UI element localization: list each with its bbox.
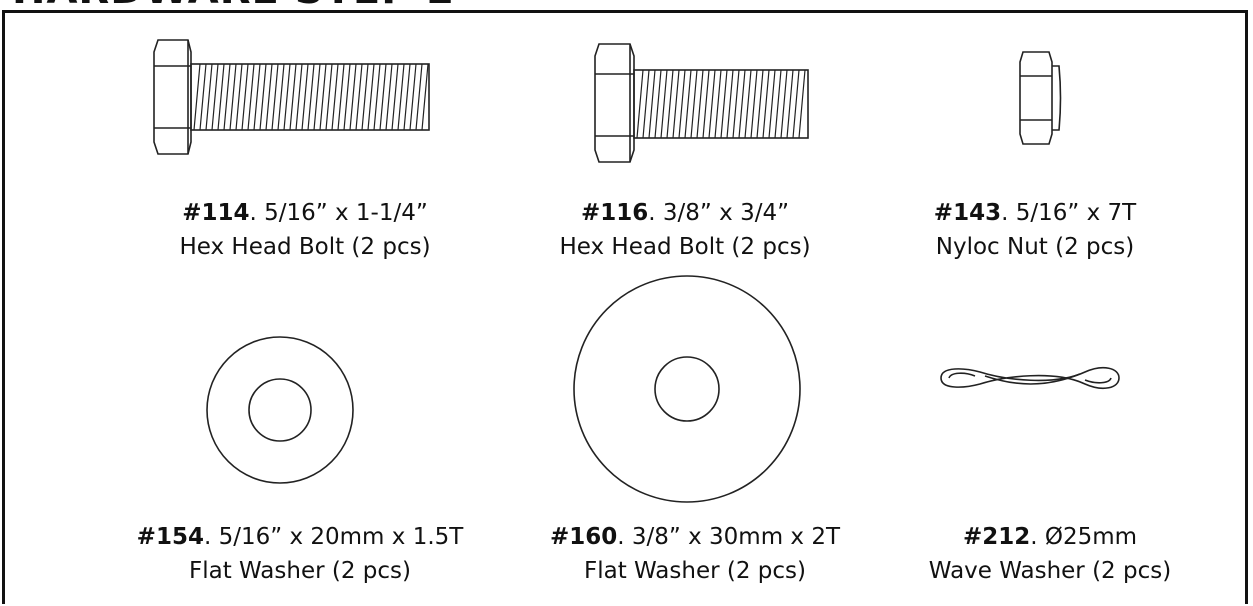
part-code: #212: [962, 524, 1031, 550]
page-title: HARDWARE STEP 2: [12, 0, 455, 10]
part-spec: . Ø25mm: [1030, 524, 1138, 550]
nyloc-nut-icon: [1019, 51, 1062, 145]
part-name: Wave Washer (2 pcs): [928, 558, 1172, 584]
hardware-panel: [2, 10, 1248, 604]
part-code: #154: [136, 524, 204, 550]
part-label-114: #114. 5/16” x 1-1/4” Hex Head Bolt (2 pc…: [140, 196, 470, 264]
part-spec: . 5/16” x 20mm x 1.5T: [203, 524, 464, 550]
part-spec: . 3/8” x 30mm x 2T: [617, 524, 841, 550]
hex-head-bolt-short-icon: [594, 43, 809, 163]
part-spec: . 5/16” x 7T: [1001, 200, 1137, 226]
part-name: Flat Washer (2 pcs): [188, 558, 411, 584]
part-code: #116: [580, 200, 649, 226]
part-spec: . 5/16” x 1-1/4”: [249, 200, 428, 226]
part-label-160: #160. 3/8” x 30mm x 2T Flat Washer (2 pc…: [520, 520, 870, 588]
flat-washer-small-icon: [206, 336, 354, 484]
hex-head-bolt-long-icon: [153, 39, 430, 155]
part-name: Hex Head Bolt (2 pcs): [559, 234, 811, 260]
part-code: #160: [549, 524, 618, 550]
part-label-116: #116. 3/8” x 3/4” Hex Head Bolt (2 pcs): [520, 196, 850, 264]
part-label-143: #143. 5/16” x 7T Nyloc Nut (2 pcs): [880, 196, 1190, 264]
part-label-154: #154. 5/16” x 20mm x 1.5T Flat Washer (2…: [110, 520, 490, 588]
part-spec: . 3/8” x 3/4”: [648, 200, 789, 226]
wave-washer-icon: [940, 366, 1120, 390]
part-name: Flat Washer (2 pcs): [583, 558, 806, 584]
part-code: #143: [933, 200, 1002, 226]
part-code: #114: [182, 200, 250, 226]
flat-washer-large-icon: [573, 275, 801, 503]
part-name: Hex Head Bolt (2 pcs): [179, 234, 431, 260]
part-name: Nyloc Nut (2 pcs): [935, 234, 1135, 260]
part-label-212: #212. Ø25mm Wave Washer (2 pcs): [890, 520, 1210, 588]
